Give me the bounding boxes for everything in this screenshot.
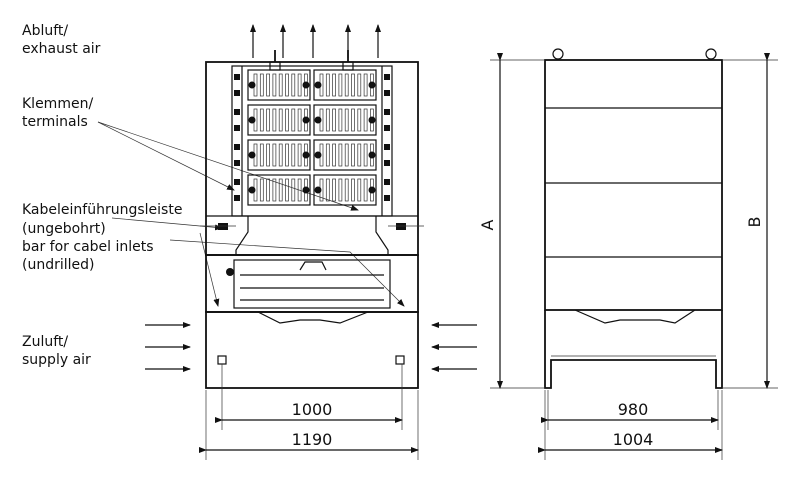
foot-right <box>395 355 405 365</box>
label-line: (ungebohrt) <box>22 221 106 237</box>
heater-element <box>313 139 377 171</box>
side-view <box>544 48 723 389</box>
label-line: (undrilled) <box>22 257 94 273</box>
cable-bar-label: Kabeleinführungsleiste (ungebohrt) bar f… <box>22 202 182 273</box>
label-line: Klemmen/ <box>22 96 93 112</box>
terminal <box>384 109 390 115</box>
terminal <box>234 90 240 96</box>
fan-section <box>205 254 419 313</box>
dimension-980: 980 <box>618 400 649 419</box>
side-housing <box>544 59 723 311</box>
supply-air-arrows <box>145 322 477 372</box>
terminal <box>384 144 390 150</box>
dimension-1190: 1190 <box>292 430 333 449</box>
terminal <box>384 90 390 96</box>
terminal <box>234 125 240 131</box>
terminal <box>234 179 240 185</box>
dimension-1004: 1004 <box>613 430 654 449</box>
label-line: exhaust air <box>22 41 101 57</box>
terminal <box>234 144 240 150</box>
exhaust-air-arrows <box>250 24 381 58</box>
dimension-a: A <box>478 219 497 230</box>
base-plenum <box>205 311 419 389</box>
front-view <box>200 50 424 389</box>
terminal <box>384 74 390 80</box>
label-line: bar for cabel inlets <box>22 239 154 255</box>
dimension-b: B <box>745 217 764 228</box>
exhaust-air-label: Abluft/ exhaust air <box>22 23 101 57</box>
label-line: terminals <box>22 114 88 130</box>
dimension-1000: 1000 <box>292 400 333 419</box>
heater-element <box>247 139 311 171</box>
heater-element <box>313 104 377 136</box>
terminal <box>384 125 390 131</box>
heater-element <box>247 174 311 206</box>
supply-air-label: Zuluft/ supply air <box>22 334 91 368</box>
terminal <box>234 74 240 80</box>
label-line: Kabeleinführungsleiste <box>22 202 182 218</box>
terminal <box>234 160 240 166</box>
heater-elements <box>234 69 390 206</box>
cable-inlet-right <box>396 223 406 230</box>
terminals-label: Klemmen/ terminals <box>22 96 93 130</box>
dimension-lines <box>199 53 778 460</box>
terminal-frame <box>231 65 393 217</box>
fan <box>233 259 391 309</box>
label-line: supply air <box>22 352 91 368</box>
terminal <box>384 179 390 185</box>
foot-left <box>217 355 227 365</box>
leader-lines <box>97 121 405 307</box>
heater-element <box>247 69 311 101</box>
heater-element <box>313 69 377 101</box>
heater-element <box>247 104 311 136</box>
label-line: Zuluft/ <box>22 334 68 350</box>
heater-element <box>313 174 377 206</box>
terminal <box>384 195 390 201</box>
label-line: Abluft/ <box>22 23 68 39</box>
terminal <box>234 195 240 201</box>
terminal <box>234 109 240 115</box>
terminal <box>384 160 390 166</box>
cable-inlet-left <box>218 223 228 230</box>
